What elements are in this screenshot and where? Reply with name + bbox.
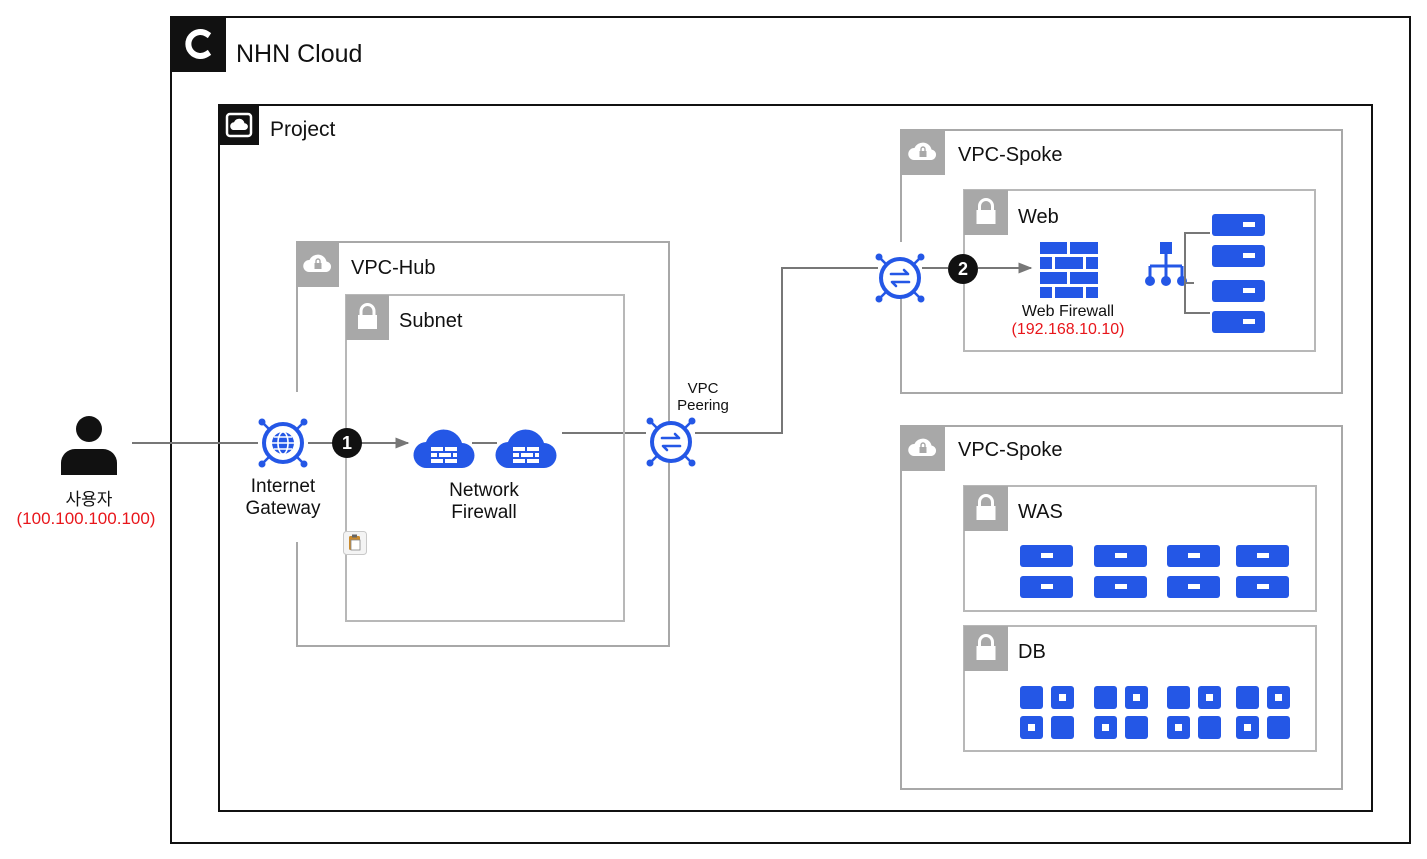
vpc-peering-label-2: Peering	[677, 397, 729, 414]
step-1-badge: 1	[332, 428, 362, 458]
db-instance-icon	[1125, 716, 1148, 739]
db-instance-icon	[1020, 686, 1043, 709]
network-firewall-label-1: Network	[449, 480, 519, 501]
db-instance-grid	[1020, 686, 1290, 742]
db-subnet-badge	[964, 626, 1008, 671]
db-instance-icon	[1094, 716, 1117, 739]
lock-icon	[976, 198, 996, 224]
subnet-badge	[346, 295, 389, 340]
lock-icon	[976, 634, 996, 660]
db-instance-icon	[1236, 716, 1259, 739]
project-title: Project	[270, 118, 336, 141]
vpc-peering-icon	[646, 417, 696, 467]
was-server-icon	[1020, 576, 1073, 598]
peering-to-spoke-line	[695, 267, 878, 434]
project-icon	[225, 112, 253, 138]
cloud-lock-icon	[908, 438, 937, 456]
db-subnet-container	[963, 625, 1317, 752]
user-ip: (100.100.100.100)	[16, 509, 156, 528]
db-instance-icon	[1125, 686, 1148, 709]
nhn-cloud-logo-icon	[185, 29, 212, 59]
db-instance-icon	[1267, 716, 1290, 739]
was-server-icon	[1094, 576, 1147, 598]
db-instance-icon	[1094, 686, 1117, 709]
vpc-hub-badge	[297, 242, 339, 287]
web-server-icon-3	[1212, 280, 1265, 302]
web-firewall-ip: (192.168.10.10)	[1011, 321, 1125, 338]
project-container	[218, 104, 1373, 812]
web-server-icon-1	[1212, 214, 1265, 236]
was-subnet-badge	[964, 486, 1008, 531]
db-instance-icon	[1236, 686, 1259, 709]
web-firewall-icon	[1040, 242, 1098, 298]
vpc-spoke-app-title: VPC-Spoke	[958, 439, 1063, 461]
was-server-icon	[1167, 576, 1220, 598]
db-instance-icon	[1167, 686, 1190, 709]
internet-gateway-label-2: Gateway	[245, 498, 321, 519]
nhn-cloud-container	[170, 16, 1411, 844]
db-subnet-title: DB	[1018, 641, 1046, 663]
was-server-grid	[1020, 545, 1290, 601]
cloud-lock-icon	[303, 254, 332, 272]
was-server-icon	[1167, 545, 1220, 567]
nhn-cloud-logo	[170, 16, 226, 72]
user-label: 사용자	[65, 490, 113, 509]
vpc-peering-spoke-icon	[875, 253, 925, 303]
web-subnet-badge	[964, 190, 1008, 235]
step-2-badge: 2	[948, 254, 978, 284]
network-firewall-label-2: Firewall	[451, 502, 517, 523]
vpc-spoke-app-container	[900, 425, 1343, 790]
web-subnet-title: Web	[1018, 206, 1059, 228]
project-badge	[219, 105, 259, 145]
db-instance-icon	[1198, 716, 1221, 739]
was-subnet-title: WAS	[1018, 501, 1063, 523]
was-server-icon	[1236, 576, 1289, 598]
step-1-number: 1	[341, 433, 352, 453]
vpc-spoke-app-badge	[901, 426, 945, 471]
cloud-lock-icon	[908, 142, 937, 160]
subnet-title: Subnet	[399, 310, 463, 332]
db-instance-icon	[1198, 686, 1221, 709]
web-firewall-label: Web Firewall	[1021, 303, 1115, 320]
network-firewall-icon-2	[495, 429, 557, 469]
vpc-hub-title: VPC-Hub	[351, 257, 436, 279]
was-server-icon	[1236, 545, 1289, 567]
web-server-icon-4	[1212, 311, 1265, 333]
lock-icon	[358, 303, 377, 329]
load-balancer-links	[1184, 232, 1210, 314]
vpc-spoke-web-badge	[901, 130, 945, 175]
load-balancer-icon	[1145, 242, 1187, 286]
vpc-peering-label-1: VPC	[687, 380, 719, 397]
was-subnet-container	[963, 485, 1317, 612]
internet-gateway-icon	[258, 418, 308, 468]
db-instance-icon	[1051, 716, 1074, 739]
was-server-icon	[1020, 545, 1073, 567]
vpc-spoke-web-title: VPC-Spoke	[958, 144, 1063, 166]
subnet-container	[345, 294, 625, 622]
step-2-number: 2	[957, 259, 968, 279]
db-instance-icon	[1020, 716, 1043, 739]
db-instance-icon	[1167, 716, 1190, 739]
web-server-icon-2	[1212, 245, 1265, 267]
clipboard-icon	[343, 531, 367, 555]
network-firewall-icon-1	[413, 429, 475, 469]
lock-icon	[976, 494, 996, 520]
internet-gateway-label-1: Internet	[250, 476, 316, 497]
user-icon	[61, 416, 117, 475]
db-instance-icon	[1051, 686, 1074, 709]
nhn-cloud-title: NHN Cloud	[236, 40, 363, 68]
db-instance-icon	[1267, 686, 1290, 709]
was-server-icon	[1094, 545, 1147, 567]
